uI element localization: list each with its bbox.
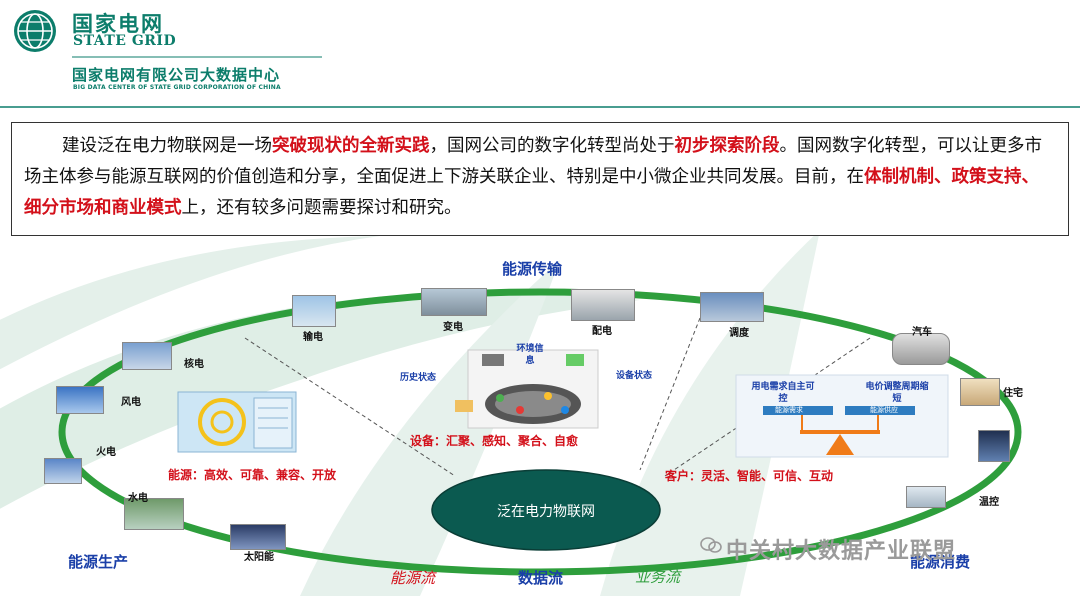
label-distribution: 配电 xyxy=(592,326,612,337)
label-thermal: 火电 xyxy=(96,447,116,458)
title-consumption: 能源消费 xyxy=(910,553,971,571)
house-photo xyxy=(960,378,1000,406)
device-status-label: 设备状态 xyxy=(615,371,652,381)
label-thermostat: 温控 xyxy=(979,497,999,508)
label-substation: 变电 xyxy=(443,322,463,333)
flow-energy: 能源流 xyxy=(390,569,436,587)
central-hub-label: 泛在电力物联网 xyxy=(497,504,595,520)
customer-scale-graphic xyxy=(735,374,949,458)
label-transmission: 输电 xyxy=(303,332,323,343)
state-grid-logo-icon xyxy=(14,10,56,52)
paragraph-text-1: 建设泛在电力物联网是一场 xyxy=(62,136,272,156)
label-car: 汽车 xyxy=(912,327,932,338)
substation-photo xyxy=(421,288,487,316)
energy-caption: 能源：高效、可靠、兼容、开放 xyxy=(168,468,337,482)
wechat-icon xyxy=(700,537,722,553)
device-history-label: 历史状态 xyxy=(399,373,436,383)
nuclear-photo xyxy=(122,342,172,370)
hydro-photo xyxy=(124,498,184,530)
dashed-line-right xyxy=(664,337,871,477)
device-env-label: 环境信息 xyxy=(516,344,544,366)
solar-photo xyxy=(230,524,286,550)
label-solar: 太阳能 xyxy=(244,552,274,563)
label-house: 住宅 xyxy=(1003,388,1023,399)
energy-graphic xyxy=(177,391,297,453)
dispatch-photo xyxy=(700,292,764,322)
distribution-photo xyxy=(571,289,635,321)
main-ring xyxy=(58,288,1022,576)
tower-photo xyxy=(978,430,1010,462)
title-production: 能源生产 xyxy=(68,553,129,571)
transmission-photo xyxy=(292,295,336,327)
flow-business: 业务流 xyxy=(635,568,681,586)
paragraph-highlight-2: 初步探索阶段 xyxy=(674,136,780,156)
paragraph-text-4: 上，还有较多问题需要探讨和研究。 xyxy=(181,198,462,218)
device-network-graphic xyxy=(455,349,599,429)
paragraph-text-3: 。国网数字化转型，可以让更多市场主体参与能源互联网的价值创造和分享，全面促进上下… xyxy=(24,136,1042,187)
customer-left-label: 用电需求自主可控 xyxy=(751,382,815,404)
center-name-cn: 国家电网有限公司大数据中心 xyxy=(72,66,281,84)
paragraph-highlight-3: 体制机制、政策支持、细分市场和商业模式 xyxy=(24,167,1039,218)
paragraph-highlight-1: 突破现状的全新实践 xyxy=(272,136,430,156)
wind-photo xyxy=(56,386,104,414)
dashed-line-mid xyxy=(639,317,701,471)
central-hub xyxy=(431,469,661,551)
label-dispatch: 调度 xyxy=(729,328,749,339)
label-hydro: 水电 xyxy=(128,493,148,504)
label-wind: 风电 xyxy=(121,397,141,408)
flow-data: 数据流 xyxy=(518,569,564,587)
title-transmission: 能源传输 xyxy=(502,260,563,278)
watermark-text: 中关村大数据产业联盟 xyxy=(726,539,957,564)
thermostat-photo xyxy=(906,486,946,508)
logo-text-cn: 国家电网 xyxy=(72,12,164,36)
customer-right-label: 电价调整周期缩短 xyxy=(865,382,929,404)
car-photo xyxy=(892,333,950,365)
customer-bar-right-label: 能源供应 xyxy=(870,406,898,414)
paragraph-text-2: ，国网公司的数字化转型尚处于 xyxy=(429,136,675,156)
intro-paragraph-box: 建设泛在电力物联网是一场突破现状的全新实践，国网公司的数字化转型尚处于初步探索阶… xyxy=(11,122,1069,236)
center-name-en: BIG DATA CENTER OF STATE GRID CORPORATIO… xyxy=(73,84,281,91)
label-nuclear: 核电 xyxy=(184,359,204,370)
customer-caption: 客户：灵活、智能、可信、互动 xyxy=(665,469,834,483)
device-caption: 设备：汇聚、感知、聚合、自愈 xyxy=(410,434,579,448)
logo-text-en: STATE GRID xyxy=(73,33,177,49)
thermal-photo xyxy=(44,458,82,484)
customer-bar-left-label: 能源需求 xyxy=(775,406,803,414)
